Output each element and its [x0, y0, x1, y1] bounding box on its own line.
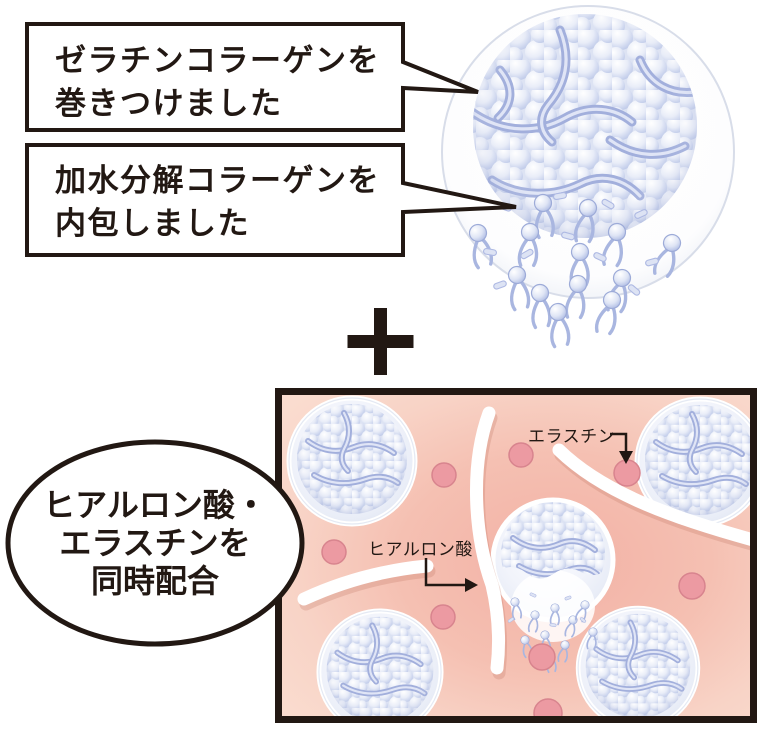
callout-box-1-line1: ゼラチンコラーゲンを — [55, 43, 380, 79]
skin-panel-illustration — [282, 395, 750, 716]
callout-box-2-shape — [25, 143, 517, 257]
elastin-label: エラスチン — [528, 427, 616, 447]
callout-box-2: 加水分解コラーゲンを 内包しました — [55, 160, 380, 246]
bubble-line1: ヒアルロン酸・ — [43, 486, 267, 524]
hyaluronic-pointer-arrow — [424, 558, 478, 592]
highlight-bubble-shape — [5, 439, 305, 647]
callout-box-2-line2: 内包しました — [55, 206, 250, 242]
highlight-bubble-text: ヒアルロン酸・ エラスチンを 同時配合 — [10, 486, 300, 600]
elastin-pointer-arrow — [610, 432, 633, 464]
bubble-line2: エラスチンを — [59, 524, 251, 562]
callout-box-1-shape — [25, 22, 479, 132]
callout-box-1: ゼラチンコラーゲンを 巻きつけました — [55, 40, 380, 126]
hyaluronic-acid-strands — [297, 406, 750, 680]
bubble-line3: 同時配合 — [90, 562, 219, 600]
plus-icon — [347, 308, 414, 375]
hyaluronic-acid-label: ヒアルロン酸 — [368, 540, 473, 560]
callout-box-2-line1: 加水分解コラーゲンを — [55, 163, 380, 199]
elastin-dots — [321, 442, 706, 716]
callout-box-1-line2: 巻きつけました — [55, 86, 283, 122]
collagen-capsule-illustration — [441, 5, 735, 349]
